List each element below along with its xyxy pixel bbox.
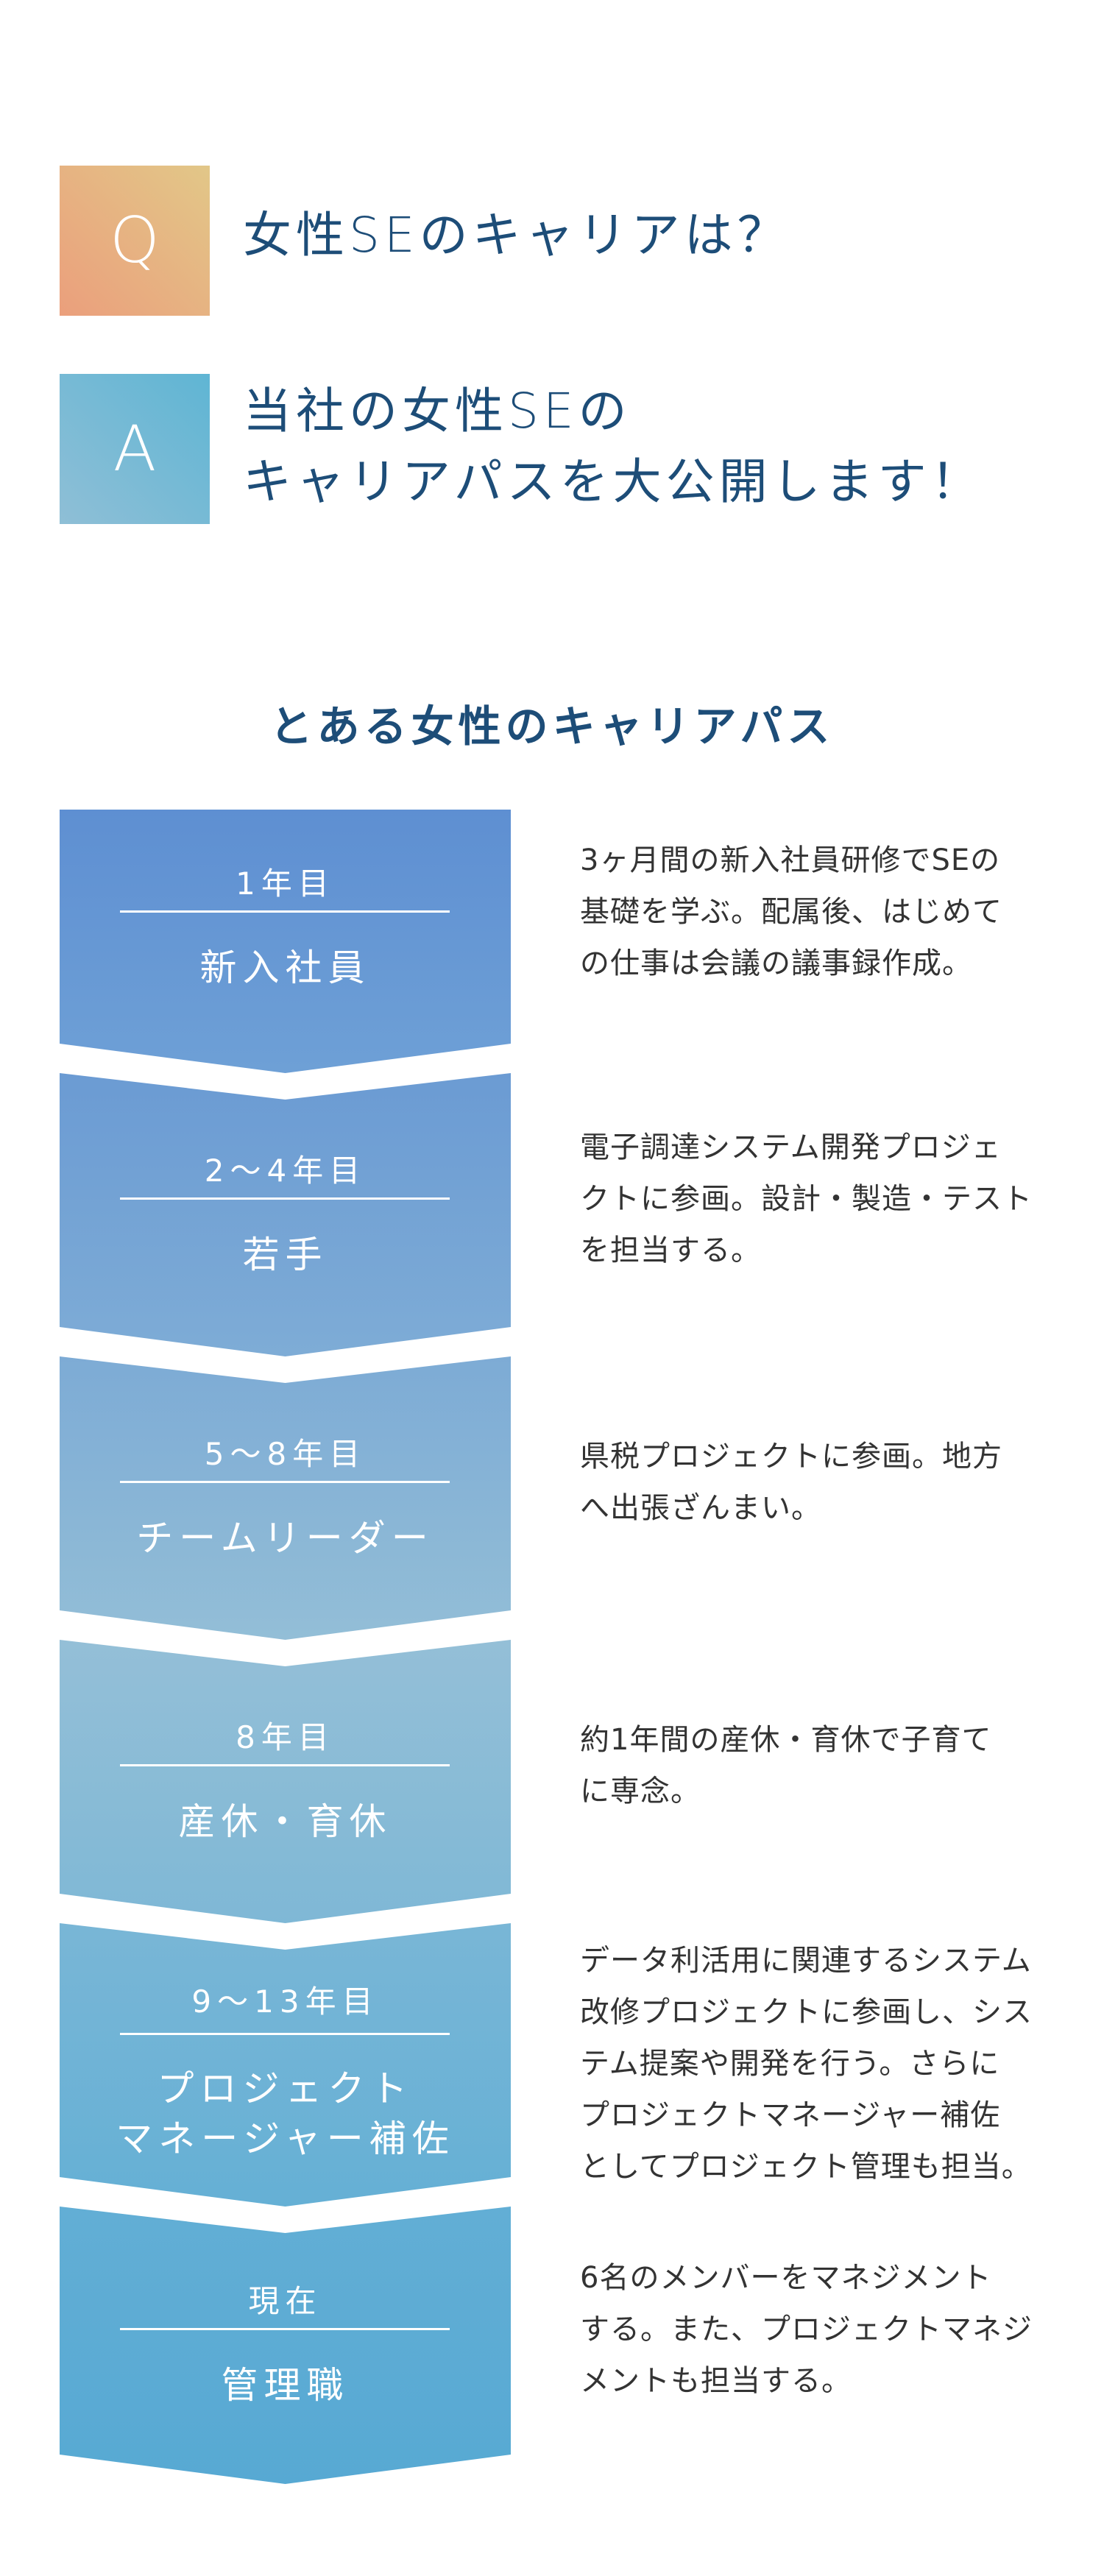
stage-description-line: データ利活用に関連するシステム bbox=[580, 1944, 1032, 1978]
stage-role: プロジェクトマネージャー補佐 bbox=[60, 2064, 511, 2164]
stage-years: 8年目 bbox=[236, 1719, 335, 1755]
question-text: 女性SEのキャリアは？ bbox=[243, 207, 790, 263]
stage-chevron-3 bbox=[60, 1356, 511, 1640]
stage-divider bbox=[120, 1480, 450, 1483]
stage-role-line: チームリーダー bbox=[136, 1516, 434, 1560]
stage-description: 県税プロジェクトに参画。地方へ出張ざんまい。 bbox=[580, 1431, 1051, 1534]
stage-divider bbox=[120, 1763, 450, 1766]
stage-years: 2～4年目 bbox=[204, 1152, 367, 1189]
stage-description-line: 3ヶ月間の新入社員研修でSEの bbox=[580, 843, 1001, 877]
stage-description-line: へ出張ざんまい。 bbox=[580, 1491, 821, 1525]
stage-role: 産休・育休 bbox=[60, 1797, 511, 1847]
question-badge: Q bbox=[60, 166, 210, 316]
stage-divider bbox=[120, 910, 450, 913]
stage-role-line: 産休・育休 bbox=[178, 1800, 392, 1843]
stage-description-line: を担当する。 bbox=[580, 1234, 761, 1267]
stage-role: 新入社員 bbox=[60, 943, 511, 993]
stage-role: 管理職 bbox=[60, 2360, 511, 2410]
stage-chevron-2 bbox=[60, 1073, 511, 1356]
stage-description-line: の仕事は会議の議事録作成。 bbox=[580, 946, 972, 980]
stage-description: 電子調達システム開発プロジェクトに参画。設計・製造・テストを担当する。 bbox=[580, 1122, 1051, 1276]
stage-description-line: プロジェクトマネージャー補佐 bbox=[580, 2098, 1001, 2132]
stage-description: 約1年間の産休・育休で子育てに専念。 bbox=[580, 1714, 1051, 1817]
stage-description-line: する。また、プロジェクトマネジ bbox=[580, 2313, 1033, 2346]
stage-description-line: テム提案や開発を行う。さらに bbox=[580, 2047, 1000, 2081]
stage-description-line: 6名のメンバーをマネジメント bbox=[580, 2261, 992, 2295]
stage-chevron-6 bbox=[60, 2207, 511, 2484]
stage-description-line: 基礎を学ぶ。配属後、はじめて bbox=[580, 895, 1002, 929]
stage-description: 6名のメンバーをマネジメントする。また、プロジェクトマネジメントも担当する。 bbox=[580, 2252, 1051, 2407]
stage-role-line: 新入社員 bbox=[199, 946, 371, 989]
stage-role-line: 若手 bbox=[242, 1233, 328, 1276]
stage-description-line: としてプロジェクト管理も担当。 bbox=[580, 2150, 1032, 2184]
stage-divider bbox=[120, 2032, 450, 2035]
stage-years: 現在 bbox=[248, 2282, 322, 2319]
stage-description-line: 約1年間の産休・育休で子育て bbox=[580, 1723, 992, 1757]
answer-text: 当社の女性SEの キャリアパスを大公開します！ bbox=[243, 376, 984, 517]
stage-role: チームリーダー bbox=[60, 1513, 511, 1563]
stage-description: 3ヶ月間の新入社員研修でSEの基礎を学ぶ。配属後、はじめての仕事は会議の議事録作… bbox=[580, 835, 1051, 989]
answer-line-1: 当社の女性SEの bbox=[243, 383, 631, 439]
stage-chevron-4 bbox=[60, 1640, 511, 1923]
stage-role-line: プロジェクト bbox=[157, 2067, 414, 2110]
stage-role: 若手 bbox=[60, 1230, 511, 1280]
answer-line-2: キャリアパスを大公開します！ bbox=[243, 453, 984, 510]
stage-years: 1年目 bbox=[236, 866, 335, 902]
answer-badge: A bbox=[60, 374, 210, 524]
stage-divider bbox=[120, 1197, 450, 1200]
stage-description-line: 電子調達システム開発プロジェ bbox=[580, 1130, 1002, 1164]
stage-years: 9～13年目 bbox=[191, 1983, 379, 2020]
stage-description-line: メントも担当する。 bbox=[580, 2364, 852, 2398]
stage-description-line: に専念。 bbox=[580, 1774, 701, 1808]
stage-role-line: マネージャー補佐 bbox=[116, 2117, 455, 2160]
stage-description-line: クトに参画。設計・製造・テスト bbox=[580, 1182, 1033, 1216]
stage-description: データ利活用に関連するシステム改修プロジェクトに参画し、システム提案や開発を行う… bbox=[580, 1935, 1051, 2193]
stage-role-line: 管理職 bbox=[221, 2363, 350, 2407]
stage-description-line: 改修プロジェクトに参画し、シス bbox=[580, 1995, 1033, 2029]
stage-chevron-5 bbox=[60, 1923, 511, 2207]
stage-description-line: 県税プロジェクトに参画。地方 bbox=[580, 1440, 1002, 1473]
stage-chevron-1 bbox=[60, 810, 511, 1073]
stage-years: 5～8年目 bbox=[204, 1435, 367, 1472]
stage-divider bbox=[120, 2327, 450, 2330]
section-title: とある女性のキャリアパス bbox=[269, 701, 835, 751]
